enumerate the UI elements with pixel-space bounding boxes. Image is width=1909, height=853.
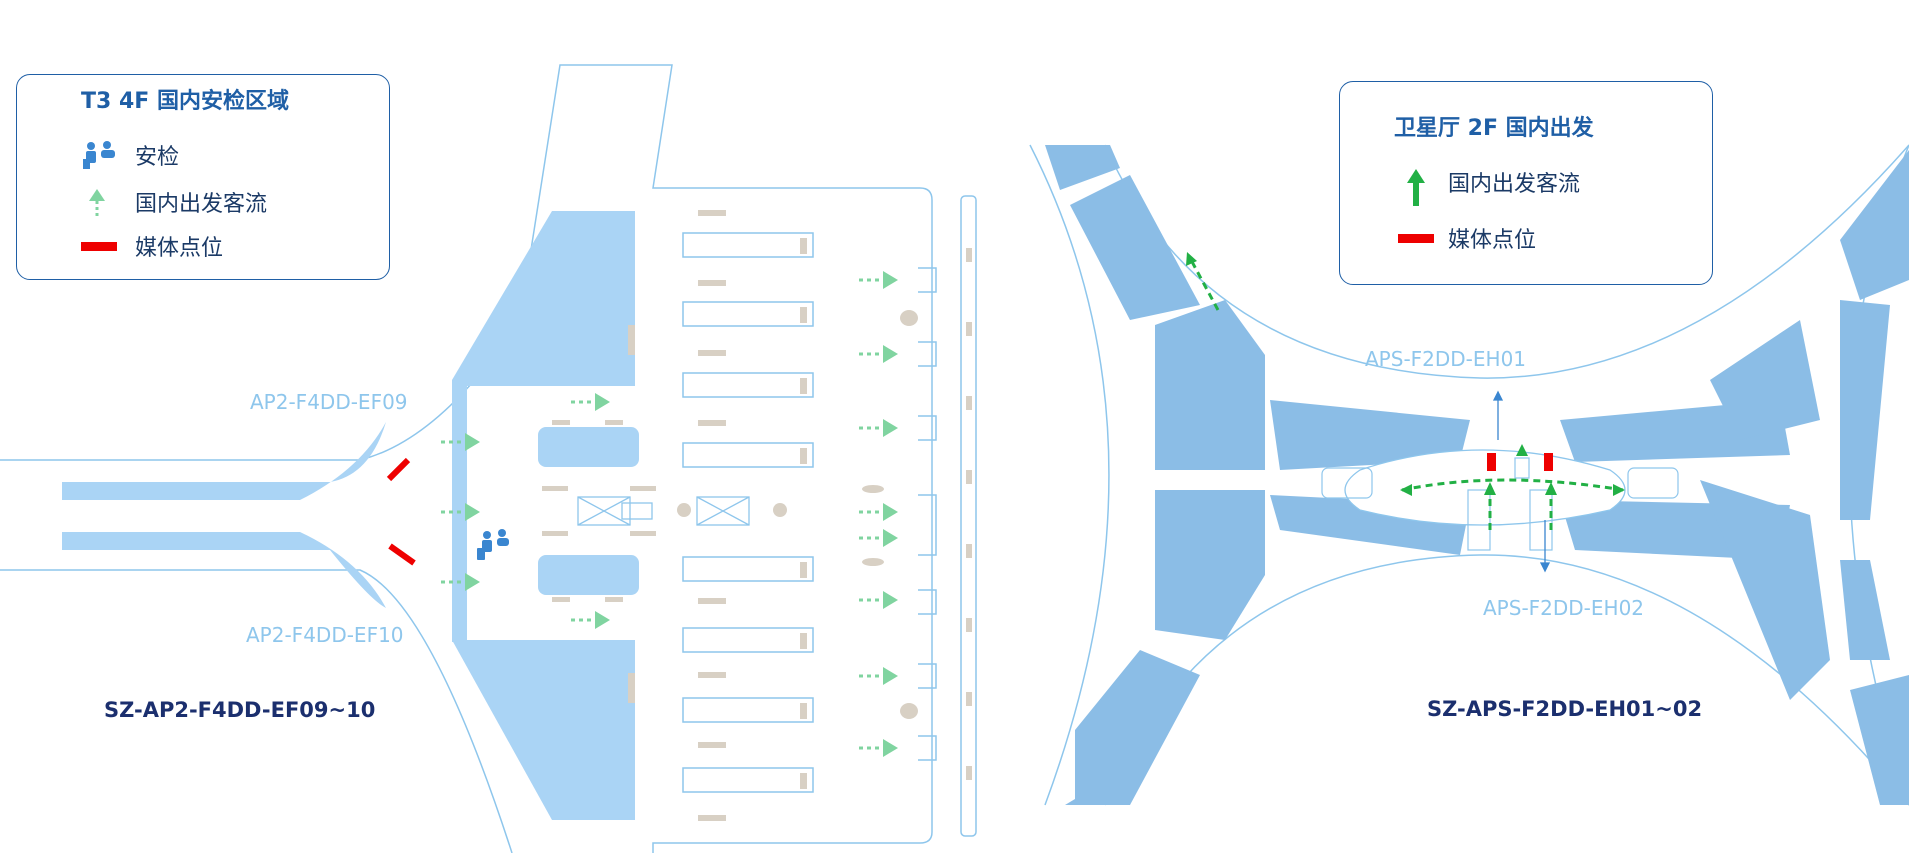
gate-finger-upper (62, 422, 386, 500)
legend-item-label: 媒体点位 (1448, 228, 1537, 253)
point-label-eh02: APS-F2DD-EH02 (1483, 596, 1645, 620)
lounge-upper (538, 427, 639, 467)
label-pointers (1492, 390, 1551, 573)
legend-item-media-point: 媒体点位 (1394, 222, 1536, 254)
gate-finger-lower (62, 532, 386, 608)
legend-title: T3 4F 国内安检区域 (81, 89, 289, 114)
satellite-core (1344, 449, 1626, 526)
plan-code-left: SZ-AP2-F4DD-EF09~10 (104, 698, 376, 722)
media-points-right (1487, 453, 1553, 471)
legend-item-label: 安检 (135, 145, 180, 170)
plan-code-right: SZ-APS-F2DD-EH01~02 (1427, 697, 1703, 721)
legend-title: 卫星厅 2F 国内出发 (1394, 116, 1594, 141)
red-bar-icon (81, 231, 121, 261)
hall-side-strip (452, 386, 467, 642)
hall-lower-block (452, 640, 635, 820)
security-check-icon (477, 529, 509, 560)
lounge-lower (538, 555, 639, 595)
legend-item-label: 国内出发客流 (135, 192, 268, 217)
legend-right: 卫星厅 2F 国内出发 国内出发客流 媒体点位 (1339, 81, 1713, 285)
point-label-eh01: APS-F2DD-EH01 (1365, 347, 1527, 371)
point-label-ef09: AP2-F4DD-EF09 (250, 390, 408, 414)
point-label-ef10: AP2-F4DD-EF10 (246, 623, 404, 647)
dashed-green-arrow-icon (81, 187, 121, 217)
legend-left: T3 4F 国内安检区域 安检 国内出发客流 媒体点位 (16, 74, 390, 280)
green-arrow-icon (1394, 167, 1434, 206)
legend-item-label: 媒体点位 (135, 236, 224, 261)
departure-flow-arrows (437, 271, 898, 757)
left-floor-plan (0, 64, 977, 853)
core-details (1321, 457, 1679, 551)
security-check-icon (81, 140, 121, 170)
security-lanes (682, 232, 814, 793)
legend-item-media-point: 媒体点位 (81, 230, 223, 262)
right-floor-plan (1029, 144, 1909, 806)
furniture-marks (542, 210, 972, 821)
departure-flow-right (1186, 252, 1625, 530)
legend-item-departure-flow: 国内出发客流 (81, 186, 267, 218)
pier-blocks (1045, 145, 1909, 805)
media-points-left (386, 457, 416, 566)
escalator-units (577, 496, 750, 526)
legend-item-security: 安检 (81, 139, 179, 171)
legend-item-departure-flow: 国内出发客流 (1394, 166, 1581, 206)
hall-upper-block (452, 211, 635, 386)
entry-doors (918, 267, 937, 761)
glass-wall (960, 195, 977, 837)
red-bar-icon (1394, 223, 1434, 253)
legend-item-label: 国内出发客流 (1448, 172, 1581, 197)
